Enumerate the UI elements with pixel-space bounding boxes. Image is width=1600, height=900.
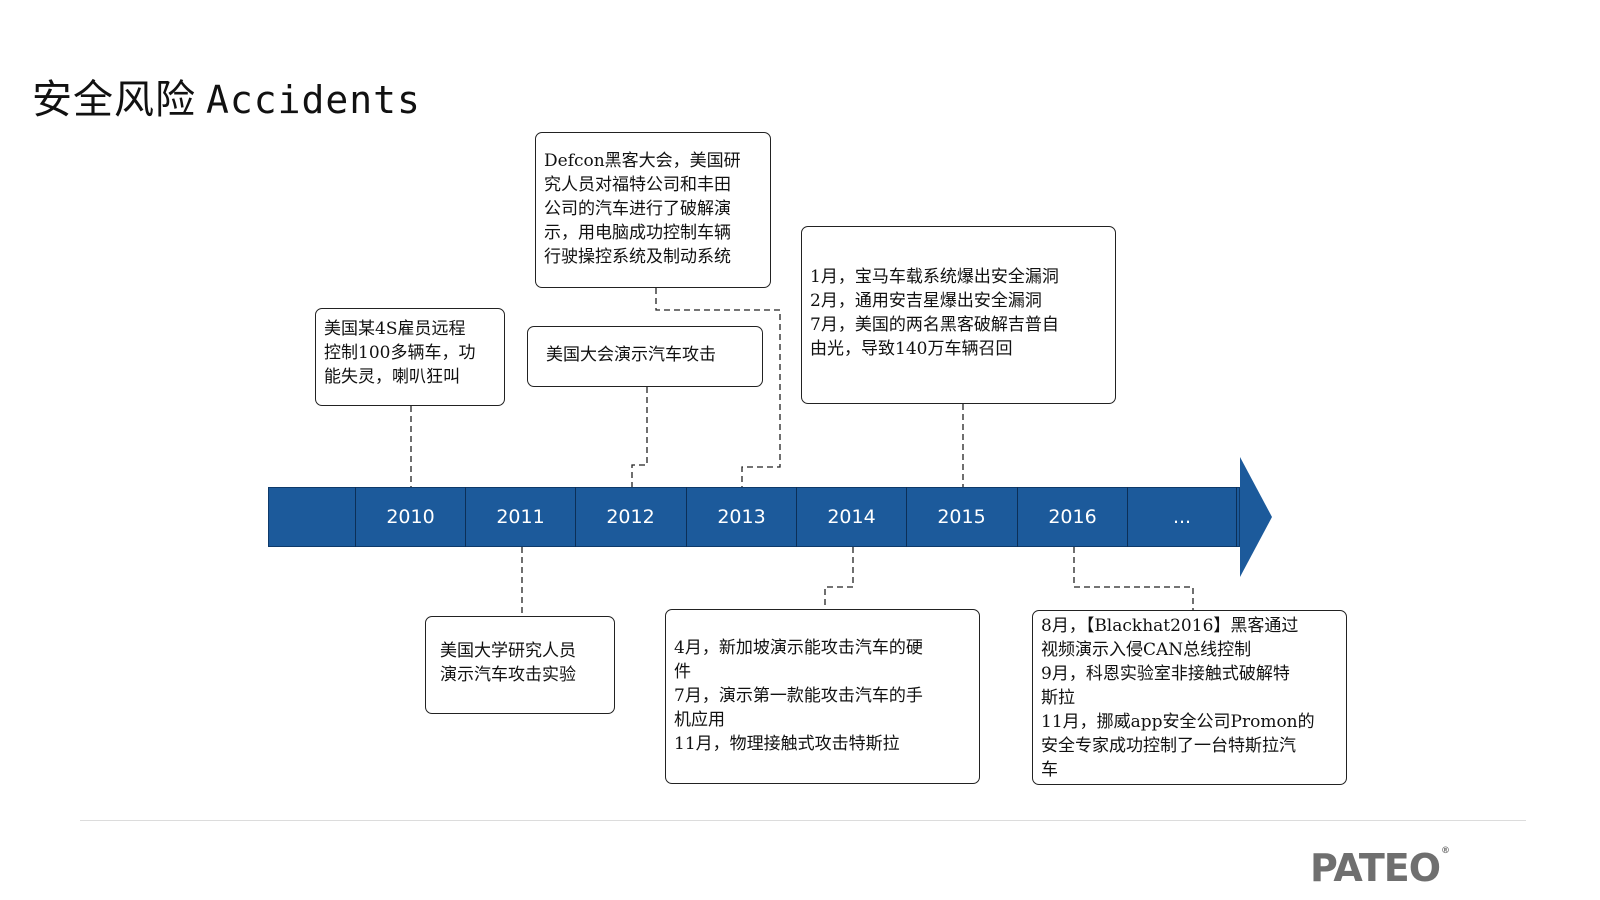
year-2013: 2013 [686,487,796,547]
year-2014: 2014 [796,487,906,547]
event-box-2010: 美国某4S雇员远程 控制100多辆车，功 能失灵，喇叭狂叫 [315,308,505,406]
year-2012: 2012 [575,487,685,547]
pateo-logo: PATEO® [1310,846,1450,890]
event-box-2014: 4月，新加坡演示能攻击汽车的硬 件 7月，演示第一款能攻击汽车的手 机应用 11… [665,609,980,784]
event-box-2011: 美国大学研究人员 演示汽车攻击实验 [425,616,615,714]
event-box-2015: 1月，宝马车载系统爆出安全漏洞 2月，通用安吉星爆出安全漏洞 7月，美国的两名黑… [801,226,1116,404]
year-2016: 2016 [1017,487,1127,547]
connector-2012 [631,387,648,487]
event-box-2012: 美国大会演示汽车攻击 [527,326,763,387]
timeline-bar: 2010 2011 2012 2013 2014 2015 2016 ... [268,487,1240,547]
connector-2014 [824,547,854,610]
timeline-arrowhead [1240,457,1272,577]
event-box-2016: 8月，【Blackhat2016】黑客通过 视频演示入侵CAN总线控制 9月，科… [1032,610,1347,785]
event-box-2013: Defcon黑客大会，美国研 究人员对福特公司和丰田 公司的汽车进行了破解演 示… [535,132,771,288]
year-2015: 2015 [906,487,1016,547]
year-2010: 2010 [355,487,465,547]
title-cn: 安全风险 [32,77,196,123]
connector-2013 [655,288,781,487]
connector-2016 [1073,547,1194,610]
title-en: Accidents [206,78,421,122]
footer-divider [80,820,1526,821]
timeline-body [268,487,1240,547]
year-2011: 2011 [465,487,575,547]
year-more: ... [1127,487,1237,547]
